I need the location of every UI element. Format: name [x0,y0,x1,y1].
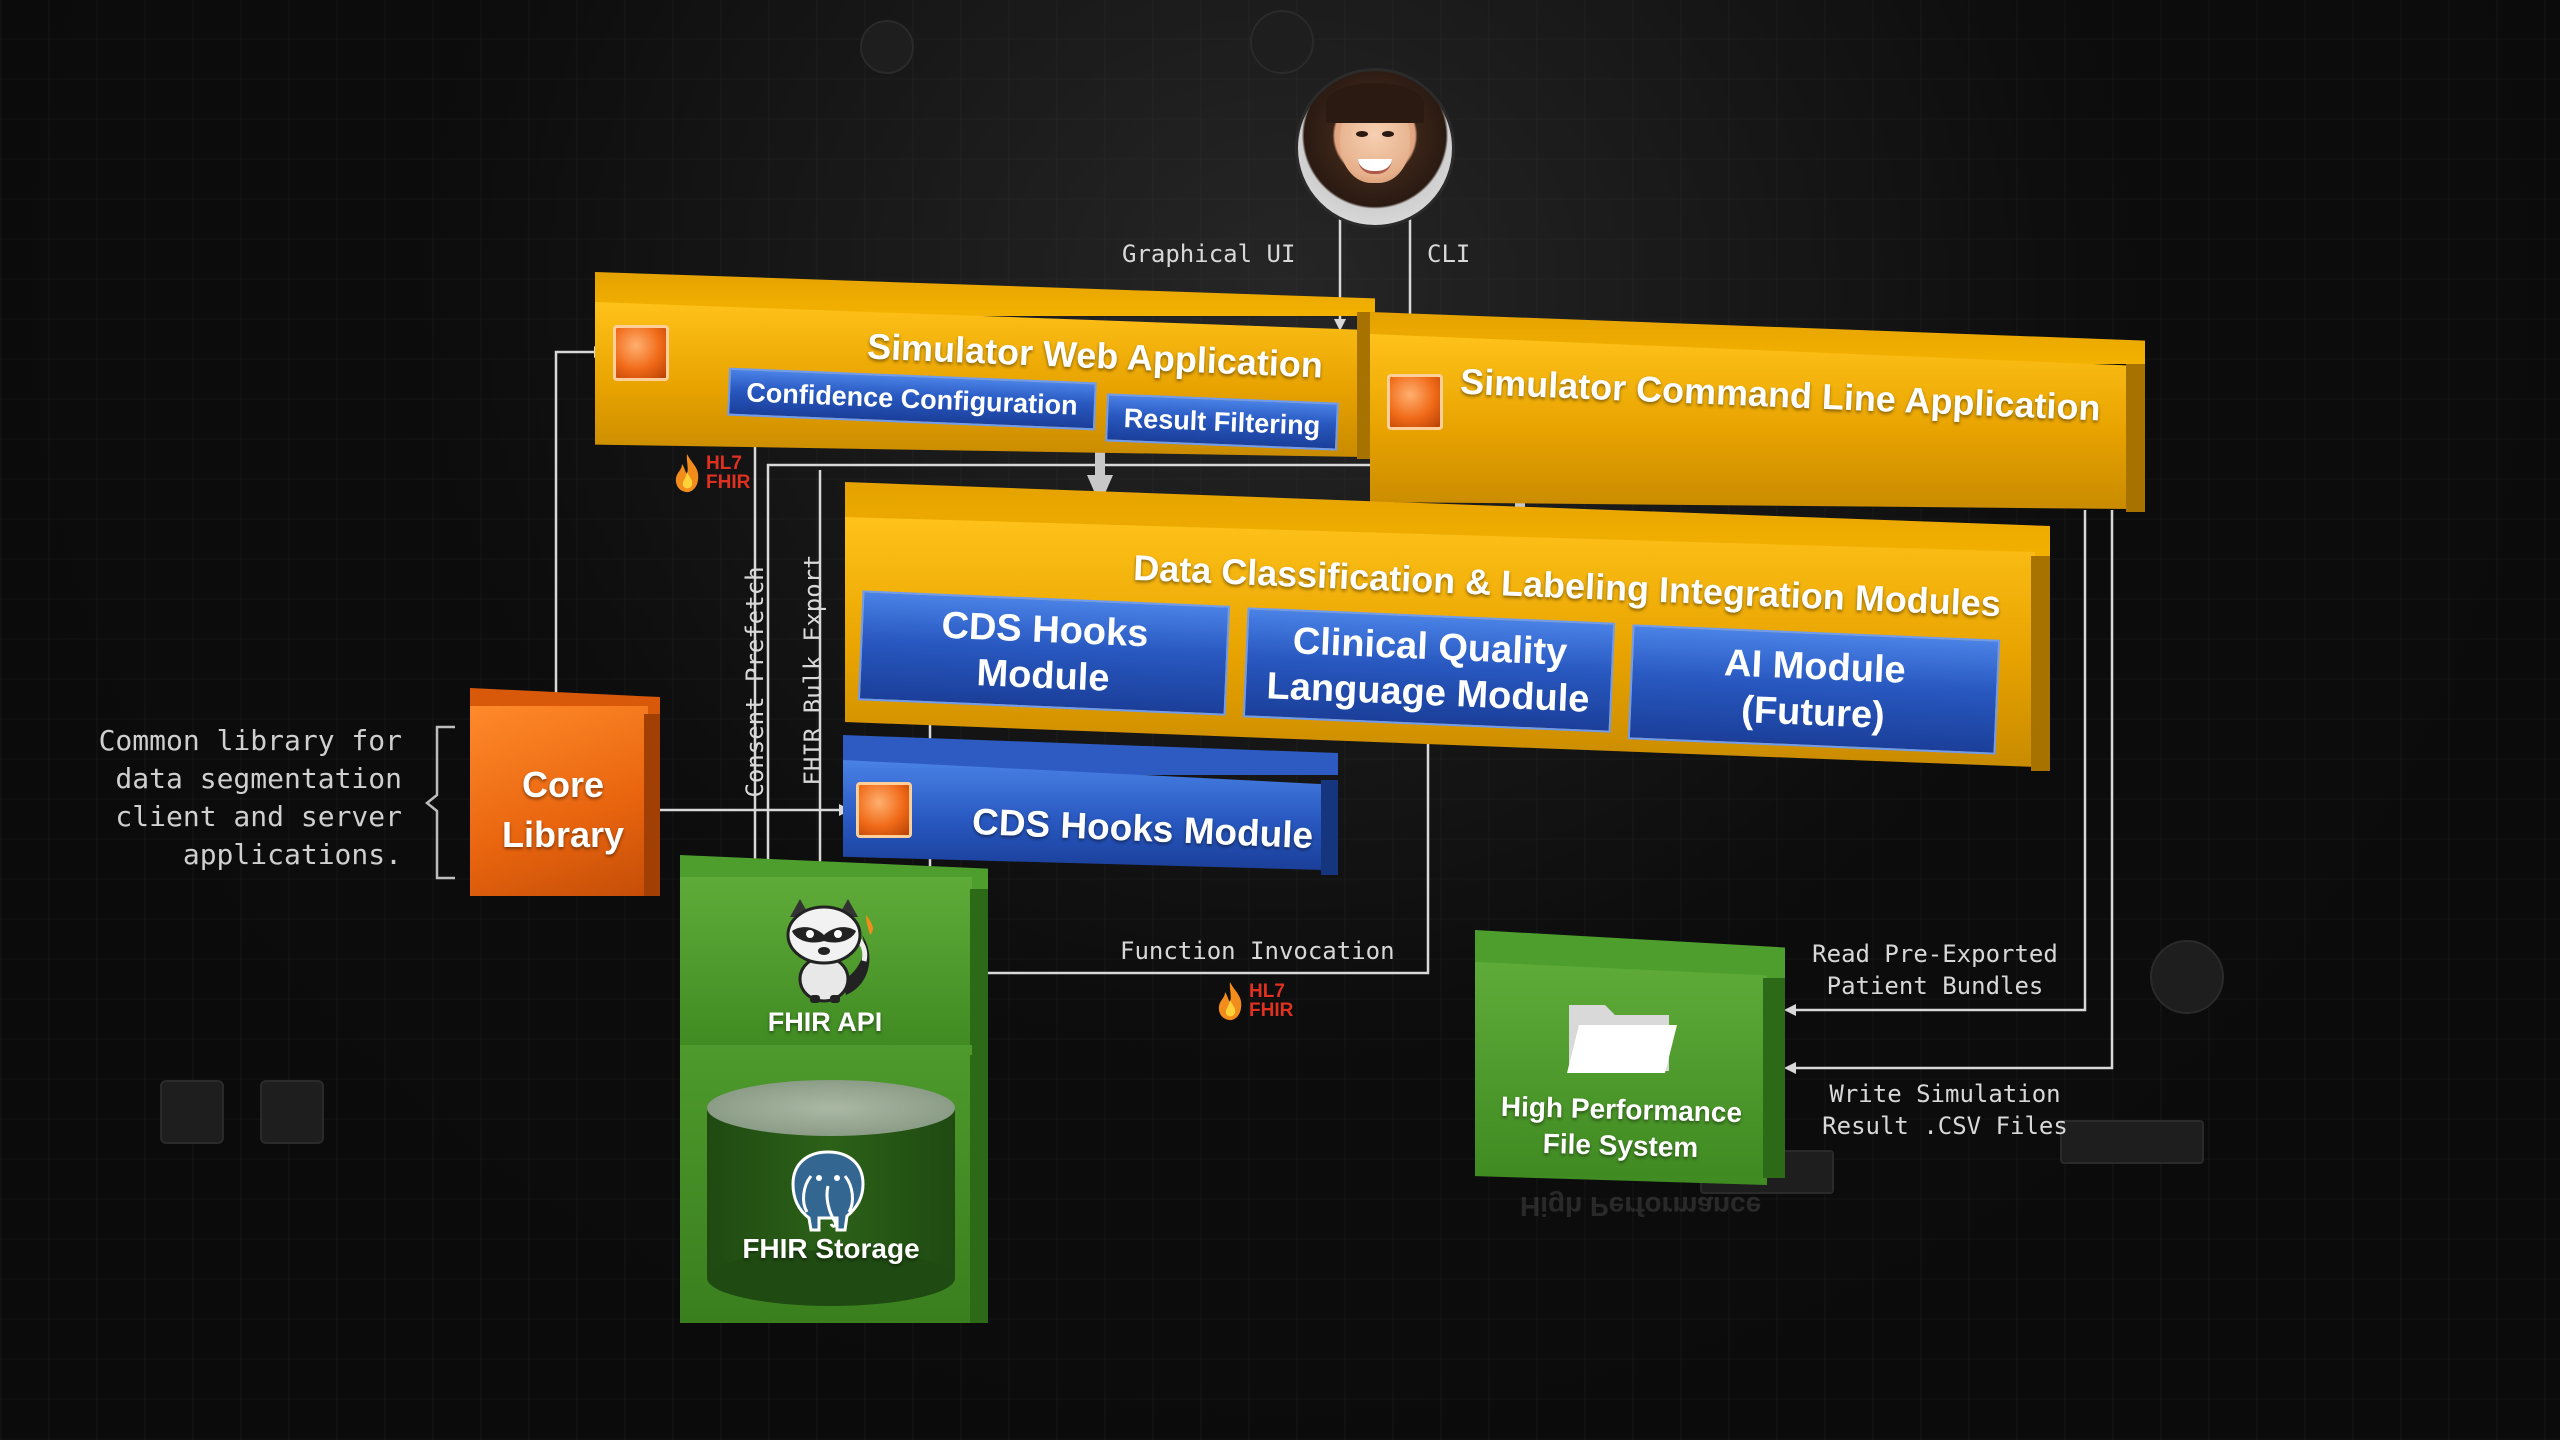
core-to-web-line [554,346,606,720]
circuit-chip [160,1080,224,1144]
module-ai-line2: (Future) [1740,688,1886,737]
core-note-line: applications. [182,838,402,871]
cli-app-component-icon [1387,374,1443,430]
read-bundles-label: Read Pre-Exported Patient Bundles [1780,938,2090,1002]
core-library-label: Core Library [478,760,648,860]
circuit-capacitor [2150,940,2224,1014]
graphical-ui-label: Graphical UI [1122,240,1296,268]
circuit-chip [260,1080,324,1144]
folder-icon [1567,1005,1677,1073]
cds-hooks-service-box [843,735,1338,875]
file-system-box [1475,930,1785,1185]
raccoon-icon [786,899,873,1003]
module-ai-future[interactable]: AI Module (Future) [1627,624,2001,755]
core-library-brace [425,725,455,880]
core-library-line1: Core [521,764,605,805]
core-library-box [470,688,660,896]
core-library-line2: Library [501,814,625,855]
module-clinical-quality-language[interactable]: Clinical Quality Language Module [1242,607,1616,733]
core-note-line: data segmentation [115,762,402,795]
fhir-bulk-export-line [762,463,1450,878]
module-cds-hooks-line2: Module [975,652,1111,700]
file-system-line1: High Performance [1500,1090,1743,1129]
circuit-chip [2060,1120,2204,1164]
circuit-capacitor [1250,10,1314,74]
write-line1: Write Simulation [1829,1080,2061,1108]
write-line2: Result .CSV Files [1822,1112,2068,1140]
write-results-line [1784,510,2114,1074]
tab-result-filtering[interactable]: Result Filtering [1105,393,1339,451]
core-library-note: Common library for data segmentation cli… [30,722,402,874]
module-ai-line1: AI Module [1723,641,1907,692]
hl7-fire-icon [675,454,699,493]
module-cds-hooks-line1: CDS Hooks [940,604,1150,656]
consent-prefetch-label: Consent Prefetch [741,566,769,798]
function-invocation-line [969,735,1430,979]
file-system-label: High Performance File System [1479,1088,1763,1167]
module-cds-hooks[interactable]: CDS Hooks Module [857,590,1231,716]
fhir-api-label: FHIR API [767,1007,883,1037]
hl7-text: HL7 [706,453,742,474]
postgres-elephant-icon [791,1150,865,1232]
fhir-text: FHIR [1249,1000,1294,1021]
fhir-bulk-export-label: FHIR Bulk Export [799,554,827,786]
hl7-fire-icon [1218,982,1242,1021]
function-invocation-label: Function Invocation [1120,937,1395,965]
web-app-component-icon [613,325,669,381]
read-line1: Read Pre-Exported [1812,940,2058,968]
core-note-line: Common library for [98,724,402,757]
read-line2: Patient Bundles [1826,972,2044,1000]
core-note-line: client and server [115,800,402,833]
read-bundles-line [1784,510,2087,1016]
file-system-reflection: High Performance [1520,1191,1762,1222]
circuit-capacitor [860,20,914,74]
file-system-line2: File System [1542,1127,1699,1164]
cds-service-component-icon [856,782,912,838]
fhir-api-box [680,855,988,1055]
simulator-command-line-application [1370,312,2145,512]
cli-label: CLI [1427,240,1471,268]
user-avatar [1295,68,1455,228]
write-results-label: Write Simulation Result .CSV Files [1790,1078,2100,1142]
hl7-text: HL7 [1249,981,1285,1002]
fhir-storage-label: FHIR Storage [742,1233,920,1264]
fhir-text: FHIR [706,472,751,493]
